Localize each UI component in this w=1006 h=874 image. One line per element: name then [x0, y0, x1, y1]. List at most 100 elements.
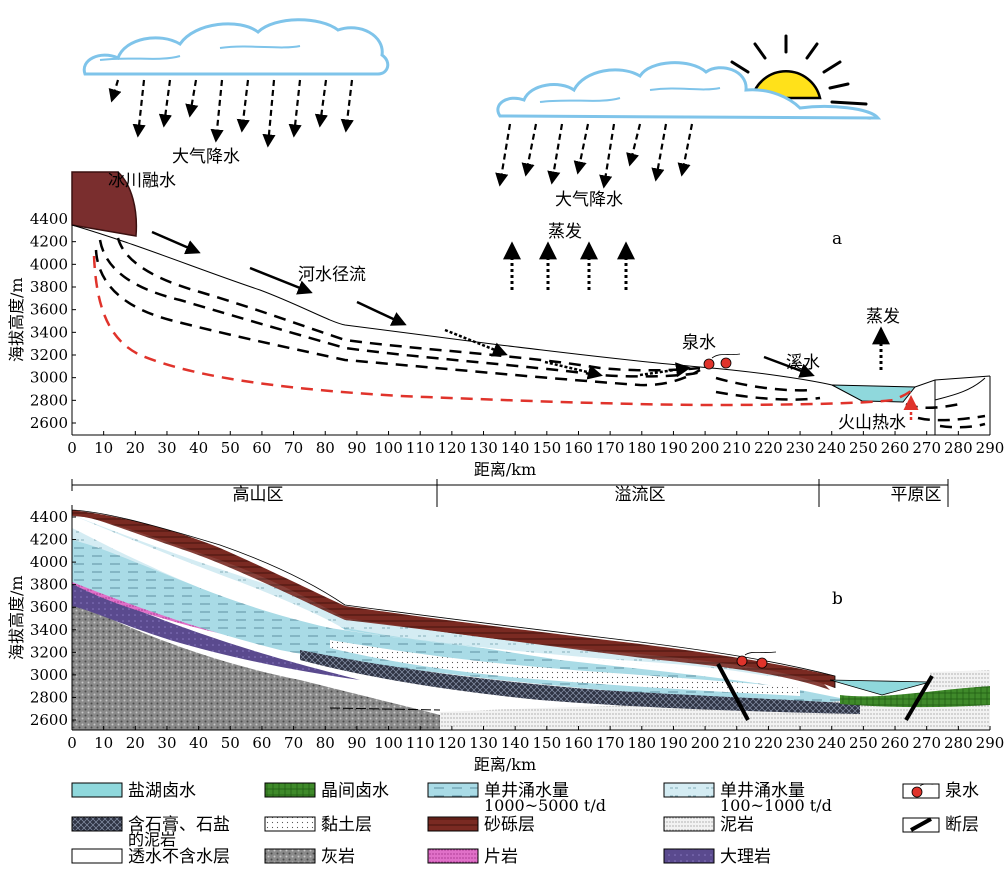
glacier-label: 冰川融水: [108, 171, 176, 191]
x-tick-label: 100: [374, 439, 403, 457]
legend-swatch-mudstone: [663, 816, 715, 832]
rain-arrow-icon: [547, 123, 564, 185]
x-tick-label: 40: [189, 734, 208, 752]
spring-label: 泉水: [682, 333, 716, 353]
y-tick-label: 4400: [30, 210, 68, 228]
rain-arrow-icon: [677, 123, 694, 177]
x-tick-label: 90: [347, 439, 366, 457]
cloud-left-icon: [82, 18, 390, 76]
y-tick-label: 2600: [30, 711, 68, 729]
legend-swatch-limestone: [264, 848, 316, 864]
rain-arrow-icon: [599, 123, 616, 189]
rain-arrow-icon: [521, 123, 538, 177]
legend-label: 泉水: [945, 781, 979, 801]
x-tick-label: 30: [157, 734, 176, 752]
fault-left-icon: [716, 663, 750, 721]
x-tick-label: 170: [596, 439, 625, 457]
spring-b-icon: [736, 651, 777, 669]
stream-label: 溪水: [786, 353, 820, 373]
x-tick-label: 110: [406, 734, 435, 752]
rain-arrow-icon: [314, 79, 328, 128]
legend-swatch-high_yield: [427, 782, 479, 798]
x-tick-label: 60: [252, 439, 271, 457]
intercrystal-brine-layer: [840, 686, 990, 708]
x-tick-label: 140: [501, 734, 530, 752]
y-tick-label: 3800: [30, 576, 68, 594]
y-tick-label: 2600: [30, 414, 68, 432]
y-tick-label: 3200: [30, 346, 68, 364]
legend-label: 晶间卤水: [321, 781, 389, 801]
legend-label: 片岩: [484, 847, 518, 867]
legend-label: 断层: [945, 815, 979, 835]
panel-a-xlabel: 距离/km: [474, 460, 536, 479]
groundwater-flow-lines: [94, 237, 986, 429]
y-tick-label: 3400: [30, 621, 68, 639]
x-tick-label: 20: [126, 734, 145, 752]
rain-arrow-icon: [262, 79, 276, 148]
x-tick-label: 10: [94, 439, 113, 457]
evaporation-arrows-icon: [503, 241, 635, 290]
legend-label: 单井涌水量: [720, 781, 805, 801]
x-tick-label: 130: [469, 439, 498, 457]
x-tick-label: 120: [438, 734, 467, 752]
legend-label: 砂砾层: [484, 815, 535, 835]
x-tick-label: 290: [976, 734, 1005, 752]
x-tick-label: 280: [944, 439, 973, 457]
evap-right-label: 蒸发: [866, 307, 900, 327]
y-tick-label: 4200: [30, 531, 68, 549]
x-tick-label: 200: [691, 439, 720, 457]
x-tick-label: 260: [881, 439, 910, 457]
x-tick-label: 50: [221, 734, 240, 752]
y-tick-label: 4200: [30, 233, 68, 251]
rain-arrow-icon: [573, 123, 590, 175]
x-tick-label: 280: [944, 734, 973, 752]
rain-arrow-icon: [626, 123, 642, 167]
x-tick-label: 240: [817, 734, 846, 752]
y-tick-label: 3800: [30, 278, 68, 296]
legend-sublabel: 100~1000 t/d: [720, 796, 832, 815]
x-tick-label: 230: [786, 734, 815, 752]
x-tick-label: 80: [316, 734, 335, 752]
legend-label: 单井涌水量: [484, 781, 569, 801]
legend-label: 大理岩: [720, 847, 771, 867]
x-tick-label: 40: [189, 439, 208, 457]
panel-b-axes: [71, 505, 990, 731]
legend-swatch-fault: [902, 817, 940, 833]
limestone-layer: [72, 600, 440, 730]
y-tick-label: 3000: [30, 369, 68, 387]
y-tick-label: 4400: [30, 508, 68, 526]
x-tick-label: 70: [284, 734, 303, 752]
rain-arrow-icon: [288, 79, 302, 138]
legend-swatch-intercrystal: [264, 782, 316, 798]
x-tick-label: 190: [659, 439, 688, 457]
legend: 盐湖卤水晶间卤水单井涌水量1000~5000 t/d单井涌水量100~1000 …: [71, 781, 979, 867]
x-tick-label: 140: [501, 439, 530, 457]
volcanic-label: 火山热水: [838, 413, 906, 433]
x-tick-label: 0: [67, 734, 77, 752]
x-tick-label: 250: [849, 734, 878, 752]
glacier-shape: [71, 171, 138, 237]
y-tick-label: 3600: [30, 301, 68, 319]
runoff-arrows-icon: [151, 230, 815, 378]
salt-lake-shape: [831, 384, 917, 403]
rain-right-icon: [495, 123, 694, 189]
x-tick-label: 80: [316, 439, 335, 457]
legend-label: 灰岩: [321, 847, 355, 867]
y-tick-label: 4000: [30, 255, 68, 273]
x-tick-label: 230: [786, 439, 815, 457]
legend-label: 含石膏、石盐: [128, 814, 230, 835]
legend-label: 盐湖卤水: [128, 781, 196, 801]
x-tick-label: 190: [659, 734, 688, 752]
rain-arrow-icon: [495, 123, 512, 187]
river-runoff-label: 河水径流: [298, 265, 366, 285]
x-tick-label: 30: [157, 439, 176, 457]
x-tick-label: 270: [912, 734, 941, 752]
x-tick-label: 160: [564, 439, 593, 457]
y-tick-label: 3400: [30, 323, 68, 341]
rain-left-icon: [108, 79, 354, 148]
x-tick-label: 220: [754, 734, 783, 752]
x-tick-label: 130: [469, 734, 498, 752]
y-tick-label: 2800: [30, 688, 68, 706]
